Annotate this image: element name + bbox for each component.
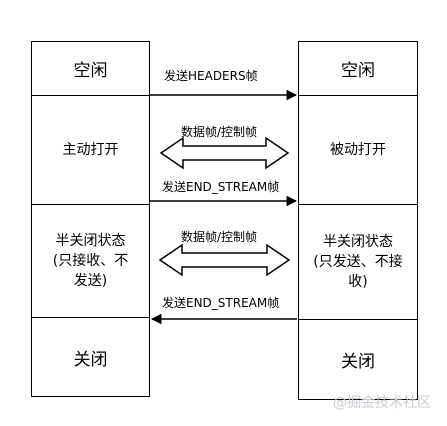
- text-line: 半关闭状态: [323, 234, 393, 250]
- bidirectional-arrow-2: [158, 243, 291, 277]
- bidirectional-arrow-1: [159, 136, 290, 170]
- send-headers-label: 发送HEADERS帧: [164, 68, 258, 83]
- right-state-closed-label: 关闭: [341, 352, 375, 372]
- text-line: 收): [348, 274, 368, 290]
- left-state-idle: 空闲: [32, 42, 149, 95]
- left-state-closed: 关闭: [32, 317, 149, 396]
- right-state-half-closed: 半关闭状态 (只发送、不接收): [299, 204, 417, 319]
- left-state-closed-label: 关闭: [73, 349, 108, 370]
- right-state-half-closed-label: 半关闭状态 (只发送、不接收): [313, 232, 402, 292]
- right-state-passive-open-label: 被动打开: [330, 142, 386, 158]
- right-state-idle-label: 空闲: [341, 61, 375, 81]
- send-end-stream-label-1: 发送END_STREAM帧: [162, 179, 279, 194]
- left-state-half-closed-label: 半关闭状态 (只接收、不发送): [53, 231, 128, 291]
- right-state-column: 空闲 被动打开 半关闭状态 (只发送、不接收) 关闭: [298, 41, 418, 400]
- text-line: (只发送、不接: [313, 254, 403, 270]
- left-state-idle-label: 空闲: [73, 61, 108, 81]
- right-state-closed: 关闭: [299, 319, 417, 399]
- right-state-idle: 空闲: [299, 42, 417, 95]
- left-state-active-open-label: 主动打开: [62, 142, 119, 158]
- left-state-half-closed: 半关闭状态 (只接收、不发送): [32, 204, 149, 317]
- data-control-label-1: 数据帧/控制帧: [181, 124, 257, 139]
- right-state-passive-open: 被动打开: [299, 95, 417, 204]
- text-line: 发送): [73, 273, 108, 289]
- left-state-column: 空闲 主动打开 半关闭状态 (只接收、不发送) 关闭: [31, 41, 150, 397]
- text-line: 半关闭状态: [55, 233, 126, 249]
- send-end-stream-label-2: 发送END_STREAM帧: [162, 295, 279, 310]
- left-state-active-open: 主动打开: [32, 95, 149, 204]
- watermark: @掘金技术社区: [333, 395, 431, 411]
- data-control-label-2: 数据帧/控制帧: [181, 229, 257, 244]
- text-line: (只接收、不: [52, 253, 129, 269]
